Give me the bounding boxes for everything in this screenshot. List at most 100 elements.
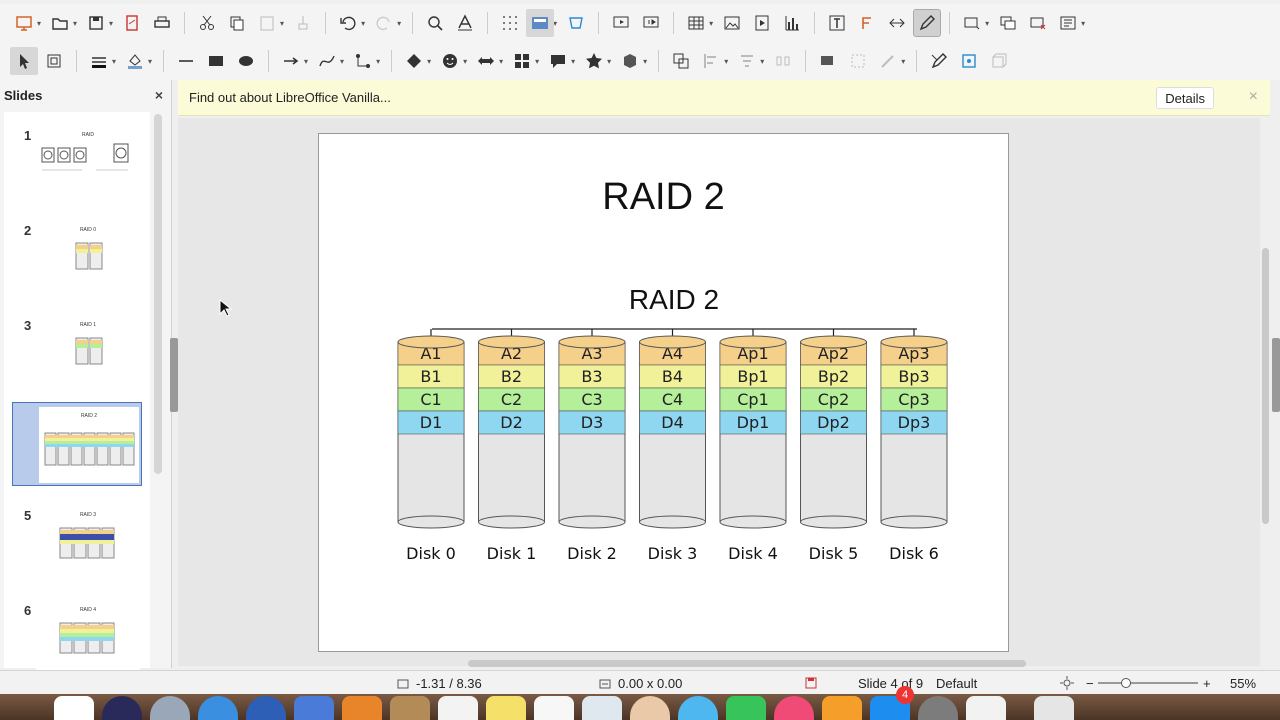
copy-icon[interactable] — [223, 9, 251, 37]
arrange-icon[interactable] — [733, 47, 761, 75]
finder-icon[interactable] — [54, 696, 94, 720]
trash-icon[interactable] — [1034, 696, 1074, 720]
siri-icon[interactable] — [102, 696, 142, 720]
keynote-icon[interactable] — [582, 696, 622, 720]
fit-slide-icon[interactable] — [1060, 676, 1074, 690]
media-icon[interactable] — [748, 9, 776, 37]
open-icon[interactable] — [46, 9, 74, 37]
callout-icon[interactable] — [544, 47, 572, 75]
mail-icon[interactable] — [294, 696, 334, 720]
sidebar-deck-handle[interactable] — [1272, 338, 1280, 412]
music-icon[interactable] — [774, 696, 814, 720]
flowchart-icon[interactable] — [508, 47, 536, 75]
arrow-tool-icon[interactable] — [277, 47, 305, 75]
fontwork-icon[interactable] — [853, 9, 881, 37]
slide-thumbnail-1[interactable]: 1 RAID — [4, 118, 150, 204]
paste-icon[interactable] — [253, 9, 281, 37]
block-arrows-icon[interactable] — [472, 47, 500, 75]
start-first-icon[interactable] — [607, 9, 635, 37]
horizontal-scrollbar[interactable] — [468, 660, 1026, 667]
zoom-out-button[interactable]: − — [1086, 676, 1094, 691]
master-slide-icon[interactable] — [562, 9, 590, 37]
photos-icon[interactable] — [630, 696, 670, 720]
zoom-slider-thumb[interactable] — [1121, 678, 1131, 688]
messages-icon[interactable] — [678, 696, 718, 720]
slide-thumbnail-2[interactable]: 2 RAID 0 — [4, 213, 150, 299]
facetime-icon[interactable] — [726, 696, 766, 720]
toggle-extrusion-icon[interactable] — [985, 47, 1013, 75]
slide-thumbnail-6[interactable]: 6 RAID 4 — [4, 593, 150, 679]
clone-icon[interactable] — [289, 9, 317, 37]
line-color-icon[interactable] — [85, 47, 113, 75]
doc-modified-icon[interactable] — [804, 676, 818, 690]
display-views-icon[interactable] — [526, 9, 555, 37]
special-char-icon[interactable] — [883, 9, 911, 37]
slide-thumbnail-5[interactable]: 5 RAID 3 — [4, 498, 150, 584]
slide-thumbnail-3[interactable]: 3 RAID 1 — [4, 308, 150, 394]
close-icon[interactable]: × — [154, 87, 163, 103]
zoom-in-button[interactable]: + — [1203, 676, 1211, 691]
cut-icon[interactable] — [193, 9, 221, 37]
launchpad-icon[interactable] — [150, 696, 190, 720]
grid-icon[interactable] — [496, 9, 524, 37]
export-pdf-icon[interactable] — [118, 9, 146, 37]
save-icon[interactable] — [82, 9, 110, 37]
filter-icon[interactable] — [874, 47, 902, 75]
table-icon[interactable] — [682, 9, 710, 37]
books-icon[interactable] — [822, 696, 862, 720]
document-icon[interactable] — [966, 696, 1006, 720]
master-slide-name[interactable]: Default — [936, 676, 978, 691]
slideshow-icon[interactable] — [10, 9, 38, 37]
app-icon[interactable] — [246, 696, 286, 720]
zoom-level[interactable]: 55% — [1230, 676, 1257, 691]
safari-icon[interactable] — [198, 696, 238, 720]
vertical-scrollbar[interactable] — [1262, 248, 1269, 524]
zoom-slider[interactable] — [1098, 682, 1198, 684]
image-icon[interactable] — [718, 9, 746, 37]
duplicate-slide-icon[interactable] — [994, 9, 1022, 37]
curve-tool-icon[interactable] — [313, 47, 341, 75]
notes-icon[interactable] — [486, 696, 526, 720]
calendar-icon[interactable] — [438, 696, 478, 720]
find-icon[interactable] — [421, 9, 449, 37]
system-preferences-icon[interactable] — [918, 696, 958, 720]
delete-slide-icon[interactable] — [1024, 9, 1052, 37]
slide-title[interactable]: RAID 2 — [602, 176, 725, 218]
transformations-icon[interactable] — [667, 47, 695, 75]
new-slide-icon[interactable] — [958, 9, 986, 37]
slide-layout-icon[interactable] — [1054, 9, 1082, 37]
slides-scrollbar[interactable] — [154, 114, 162, 474]
contacts-icon[interactable] — [390, 696, 430, 720]
glue-points-icon[interactable] — [955, 47, 983, 75]
print-icon[interactable] — [148, 9, 176, 37]
rectangle-tool-icon[interactable] — [202, 47, 230, 75]
shadow-icon[interactable] — [814, 47, 842, 75]
ellipse-tool-icon[interactable] — [232, 47, 260, 75]
undo-icon[interactable] — [334, 9, 362, 37]
distribute-icon[interactable] — [769, 47, 797, 75]
3d-objects-icon[interactable] — [616, 47, 644, 75]
close-icon[interactable]: × — [1248, 88, 1258, 105]
symbol-shapes-icon[interactable] — [436, 47, 464, 75]
connector-tool-icon[interactable] — [349, 47, 377, 75]
app-store-icon[interactable]: 4 — [870, 686, 914, 720]
details-button[interactable]: Details — [1156, 87, 1214, 109]
line-tool-icon[interactable] — [172, 47, 200, 75]
start-current-icon[interactable] — [637, 9, 665, 37]
slide-thumbnail-4[interactable]: 4 RAID 2 — [4, 402, 150, 488]
fill-color-icon[interactable] — [121, 47, 149, 75]
crop-icon[interactable] — [844, 47, 872, 75]
points-edit-icon[interactable] — [925, 47, 953, 75]
redo-icon[interactable] — [370, 9, 398, 37]
select-arrow-icon[interactable] — [10, 47, 38, 75]
basic-shapes-icon[interactable] — [400, 47, 428, 75]
spelling-icon[interactable] — [451, 9, 479, 37]
reminders-icon[interactable] — [534, 696, 574, 720]
chart-icon[interactable] — [778, 9, 806, 37]
app-icon[interactable] — [342, 696, 382, 720]
align-icon[interactable] — [697, 47, 725, 75]
star-icon[interactable] — [580, 47, 608, 75]
draw-functions-icon[interactable] — [913, 9, 942, 37]
